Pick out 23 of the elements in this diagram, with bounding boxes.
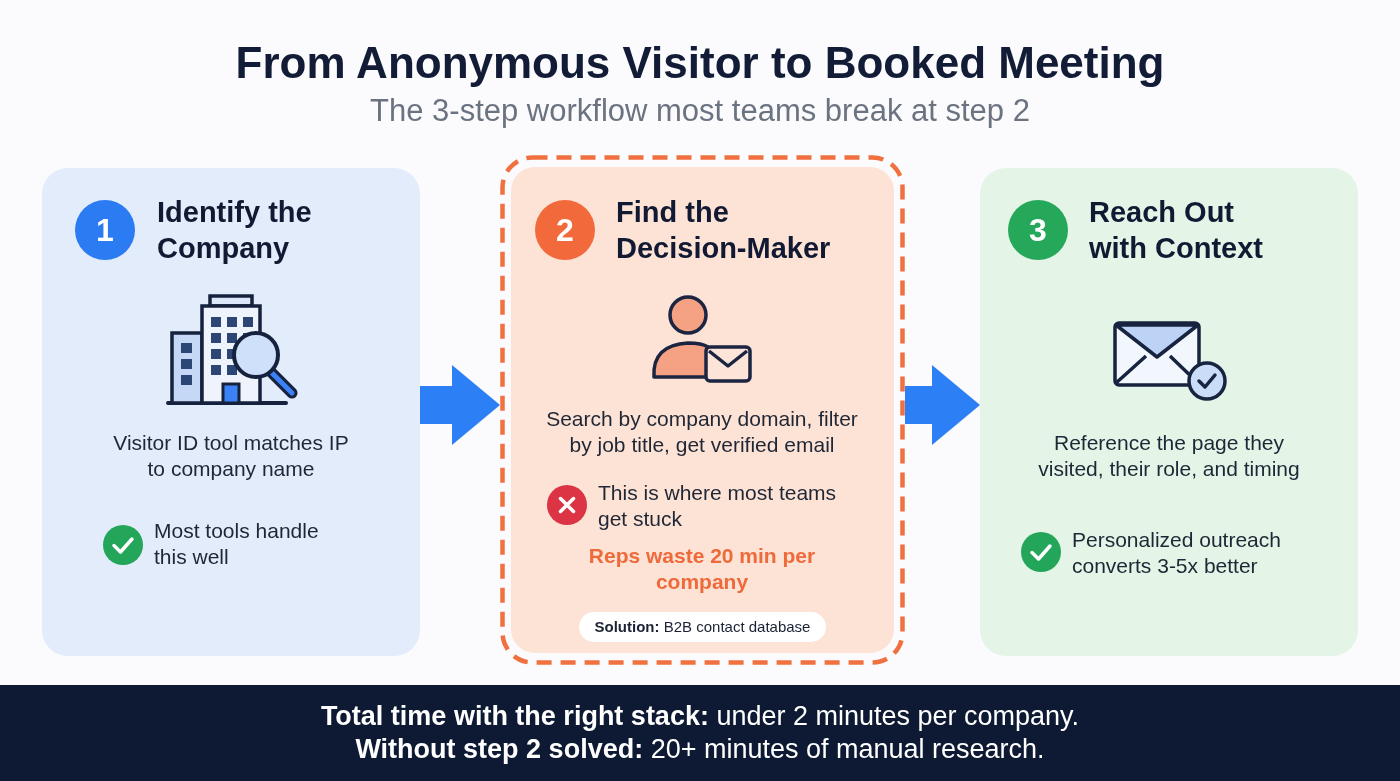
subtitle: The 3-step workflow most teams break at step 2 — [370, 92, 1030, 129]
step-heading: Find the Decision-Maker — [616, 195, 832, 266]
step-description: Search by company domain, filter by job title, get verified email — [545, 406, 859, 458]
arrow — [905, 365, 980, 445]
step-heading: Identify the Company — [157, 195, 313, 266]
status-note: This is where most teams get stuck — [598, 480, 838, 532]
step-card — [42, 168, 420, 656]
status-note: Most tools handle this well — [154, 518, 320, 570]
highlighted-step-card — [500, 155, 905, 665]
step-number-circle: 3 — [1008, 200, 1068, 260]
warning-text: Reps waste 20 min per company — [587, 543, 817, 595]
status-note: Personalized outreach converts 3-5x better — [1072, 527, 1282, 579]
arrow — [420, 365, 500, 445]
step-description: Reference the page they visited, their role, and timing — [1037, 430, 1301, 482]
step-card — [980, 168, 1358, 656]
step-number-circle: 1 — [75, 200, 135, 260]
solution-pill: Solution: B2B contact database — [578, 612, 827, 642]
step-description: Visitor ID tool matches IP to company name — [112, 430, 350, 482]
summary-text: Without step 2 solved: 20+ minutes of manual research. — [355, 733, 1045, 766]
summary-band — [0, 685, 1400, 781]
step-heading: Reach Out with Context — [1089, 195, 1264, 266]
title: From Anonymous Visitor to Booked Meeting — [235, 37, 1165, 89]
summary-text: Total time with the right stack: under 2 minutes per company. — [320, 700, 1080, 733]
